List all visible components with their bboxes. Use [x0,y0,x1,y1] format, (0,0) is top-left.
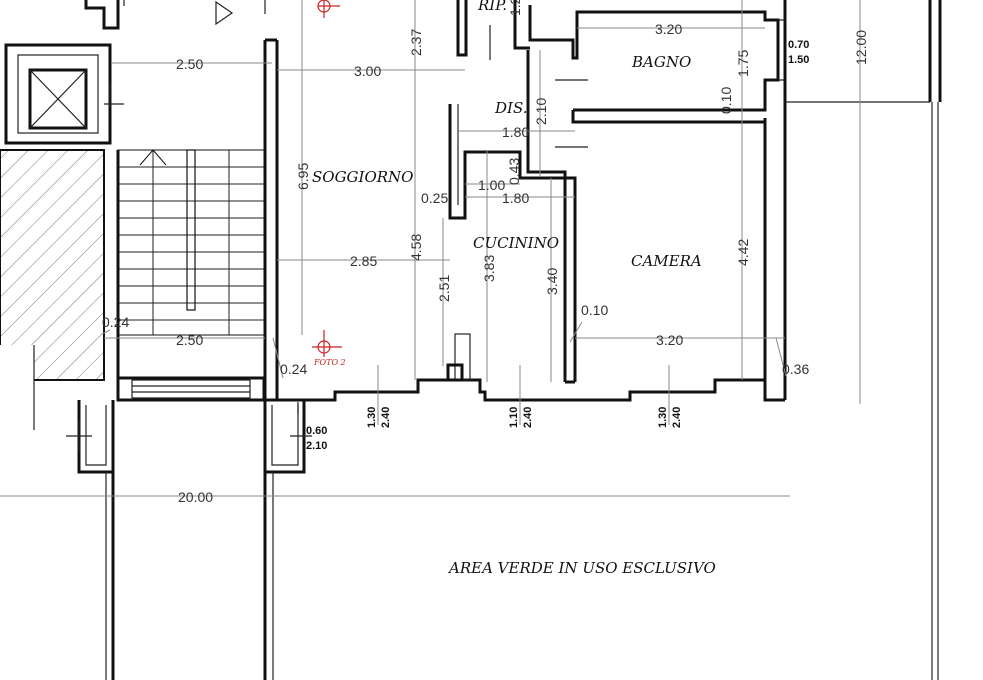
area-label-verde: AREA VERDE IN USO ESCLUSIVO [447,559,716,577]
room-label-ripostiglio: RIP. [477,0,507,14]
window-1-width: 1.30 [366,407,378,428]
dim-3-00: 3.00 [354,63,381,79]
lift-shaft [4,43,124,145]
dim-1-00: 1.00 [478,177,505,193]
dim-0-24-left: 0.24 [102,314,129,330]
dim-2-37: 2.37 [408,29,424,56]
dim-0-36: 0.36 [782,361,809,377]
dim-1-80-cuc: 1.80 [502,190,529,206]
window-2-width: 1.10 [508,407,520,428]
dim-12-00: 12.00 [853,30,869,65]
dim-20-00: 20.00 [178,489,213,505]
dim-1-80-dis: 1.80 [502,124,529,140]
window-3-height: 2.40 [671,407,683,428]
dim-0-43: 0.43 [506,158,522,185]
dim-1-75: 1.75 [735,50,751,77]
dim-3-20-top: 3.20 [655,21,682,37]
kitchen-fixture [446,333,471,382]
dim-0-10-bagno: 0.10 [718,87,734,114]
balcony-rail [785,0,942,680]
entry-pillar [263,400,312,680]
room-label-disimpegno: DIS. [494,99,527,117]
window-1-height: 2.40 [380,407,392,428]
dim-2-10-dis: 2.10 [533,98,549,125]
dim-0-60: 0.60 [306,425,327,437]
room-label-cucinino: CUCININO [473,234,559,252]
dim-0-10-cam: 0.10 [581,302,608,318]
room-label-soggiorno: SOGGIORNO [312,168,413,186]
left-pillar [66,400,115,680]
dim-1-25: 1.25 [507,0,523,16]
dim-4-42: 4.42 [735,239,751,266]
apartment-walls [263,0,787,402]
entrance-landing [116,376,266,402]
dim-3-20-bottom: 3.20 [656,332,683,348]
dim-2-50-bottom: 2.50 [176,332,203,348]
dim-3-83: 3.83 [481,255,497,282]
window-3-width: 1.30 [657,407,669,428]
window-2-height: 2.40 [522,407,534,428]
dim-0-24-right: 0.24 [280,361,307,377]
dim-2-51: 2.51 [436,275,452,302]
dim-4-58: 4.58 [408,234,424,261]
staircase [116,149,265,380]
photo-marker-top [317,0,340,18]
room-label-camera: CAMERA [631,252,702,270]
dim-3-40: 3.40 [544,268,560,295]
photo-label: FOTO 2 [313,358,346,367]
room-label-bagno: BAGNO [631,53,691,71]
dim-2-85: 2.85 [350,253,377,269]
entrance-arrow-icon [215,0,234,26]
dim-0-70: 0.70 [788,39,809,51]
photo-marker-foto2 [312,330,342,357]
hatched-wall [0,149,105,430]
dim-0-25: 0.25 [421,190,448,206]
dim-2-10-door: 2.10 [306,440,327,452]
dim-6-95: 6.95 [295,163,311,190]
top-left-corner [84,0,125,30]
dimension-lines [0,0,861,497]
dim-1-50: 1.50 [788,54,809,66]
dim-2-50-top: 2.50 [176,56,203,72]
